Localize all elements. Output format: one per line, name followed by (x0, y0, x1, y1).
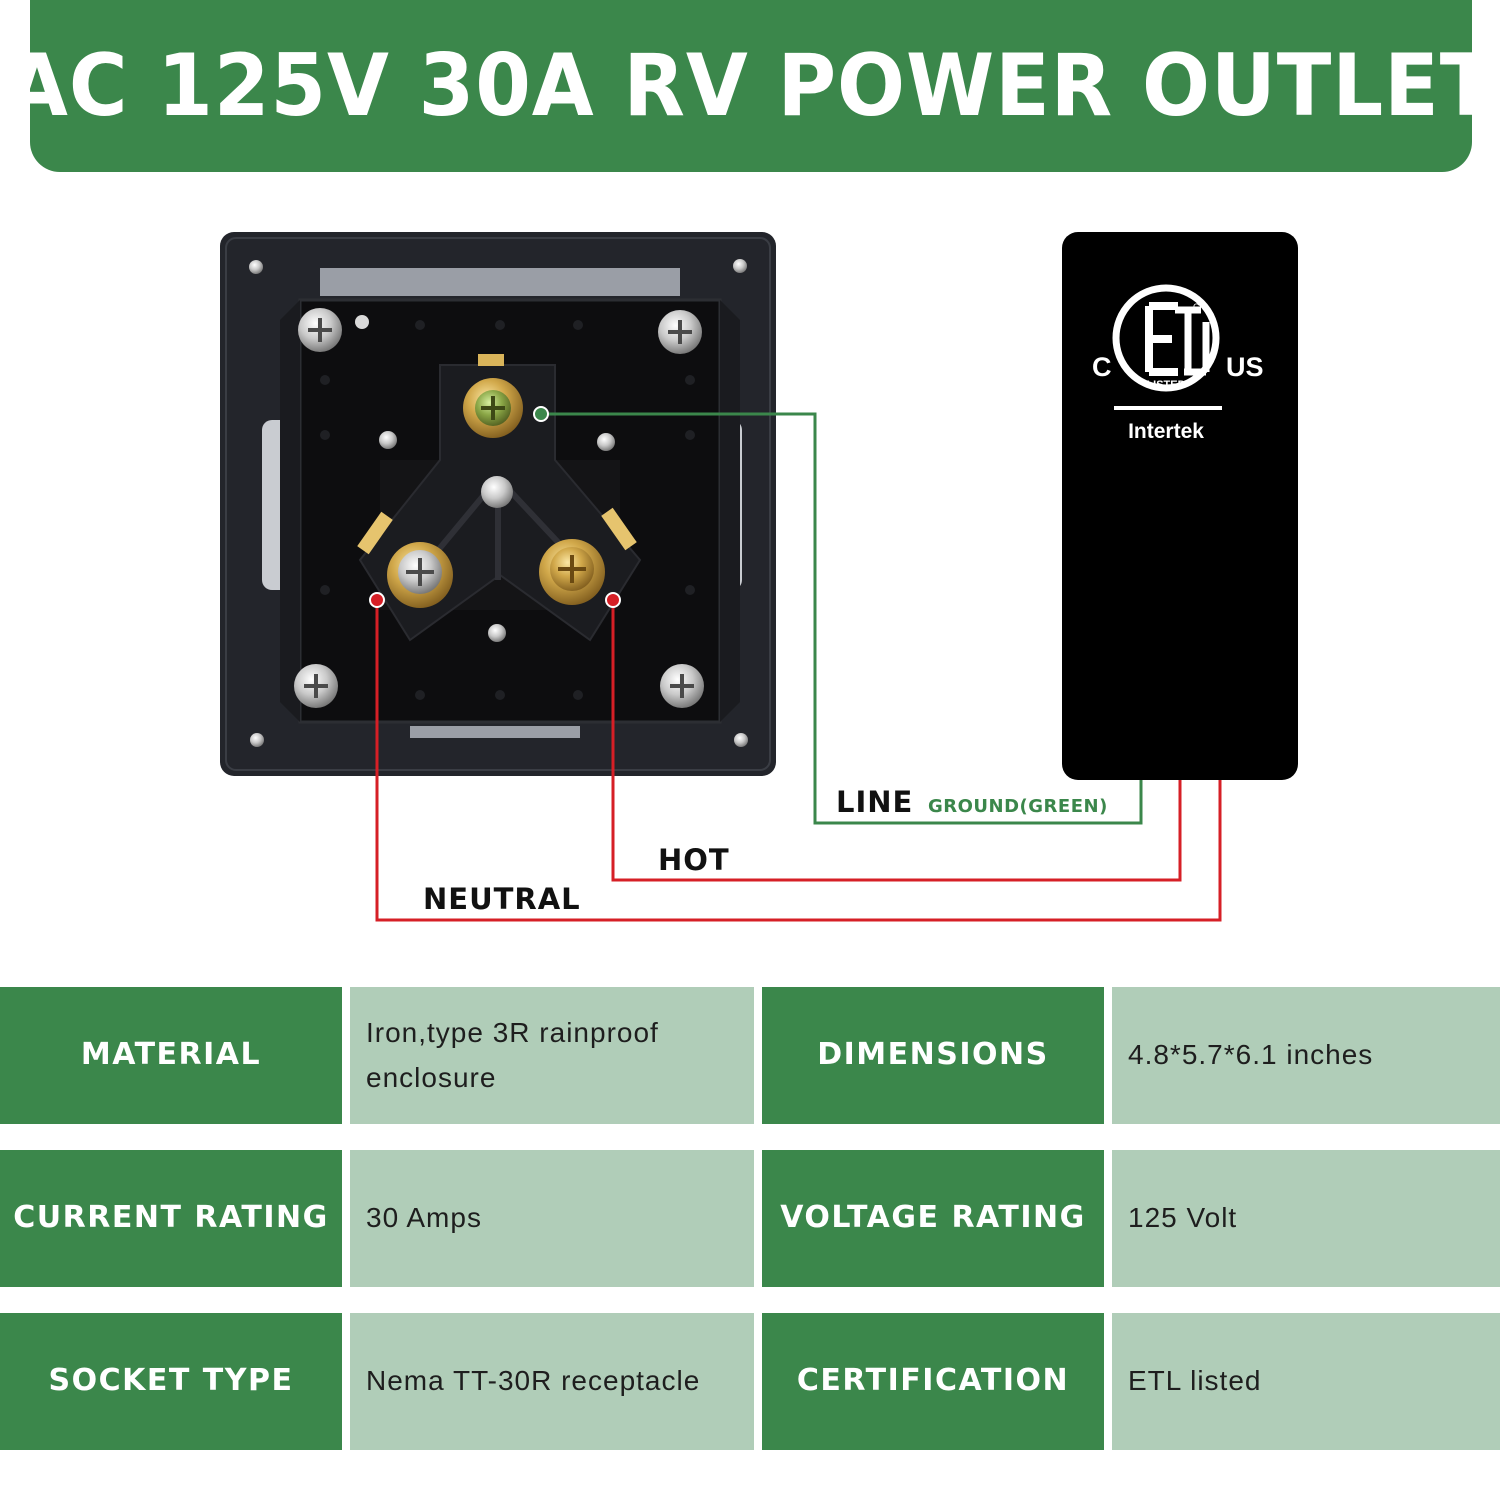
hot-terminal-screw-icon (539, 539, 605, 605)
spec-key-socket-type: SOCKET TYPE (0, 1313, 342, 1450)
ground-terminal-screw-icon (463, 378, 523, 438)
neutral-label: NEUTRAL (423, 882, 581, 916)
center-rivet-icon (481, 476, 513, 508)
cm-mark: CM (1193, 302, 1207, 312)
corner-screw-icon (294, 664, 338, 708)
spec-key-voltage-rating: VOLTAGE RATING (762, 1150, 1104, 1287)
corner-screw-icon (658, 310, 702, 354)
etl-logo-icon: CM LISTED (1112, 284, 1220, 392)
outlet-wiring-diagram (220, 232, 1222, 922)
spec-key-current-rating: CURRENT RATING (0, 1150, 342, 1287)
hot-wire (611, 600, 1182, 882)
listed-mark: LISTED (1146, 379, 1185, 391)
neutral-wire (375, 600, 1222, 922)
page-title: AC 125V 30A RV POWER OUTLET (6, 36, 1496, 136)
hot-label: HOT (658, 843, 730, 877)
spec-key-certification: CERTIFICATION (762, 1313, 1104, 1450)
line-label: LINE (836, 785, 914, 819)
spec-value-dimensions: 4.8*5.7*6.1 inches (1112, 987, 1500, 1124)
ground-label: GROUND(GREEN) (928, 796, 1108, 817)
etl-divider (1114, 406, 1222, 410)
title-banner: AC 125V 30A RV POWER OUTLET (6, 0, 1495, 172)
spec-value-certification: ETL listed (1112, 1313, 1500, 1450)
spec-value-socket-type: Nema TT-30R receptacle (350, 1313, 754, 1450)
spec-key-dimensions: DIMENSIONS (762, 987, 1104, 1124)
spec-value-current-rating: 30 Amps (350, 1150, 754, 1287)
plate-screw-icon (250, 733, 264, 747)
lab-name: Intertek (1128, 420, 1204, 443)
plate-screw-icon (733, 259, 747, 273)
corner-screw-icon (298, 308, 342, 352)
spec-value-material: Iron,type 3R rainproof enclosure (350, 987, 754, 1124)
spec-key-material: MATERIAL (0, 987, 342, 1124)
spec-table: MATERIAL Iron,type 3R rainproof enclosur… (0, 987, 1500, 1450)
plate-screw-icon (734, 733, 748, 747)
plate-screw-icon (249, 260, 263, 274)
ground-wire (541, 412, 1143, 825)
etl-certification-card: CM LISTED C US Intertek (1062, 232, 1298, 780)
etl-right-mark: US (1226, 352, 1264, 382)
etl-left-mark: C (1092, 352, 1112, 382)
corner-screw-icon (660, 664, 704, 708)
spec-value-voltage-rating: 125 Volt (1112, 1150, 1500, 1287)
neutral-terminal-screw-icon (387, 542, 453, 608)
